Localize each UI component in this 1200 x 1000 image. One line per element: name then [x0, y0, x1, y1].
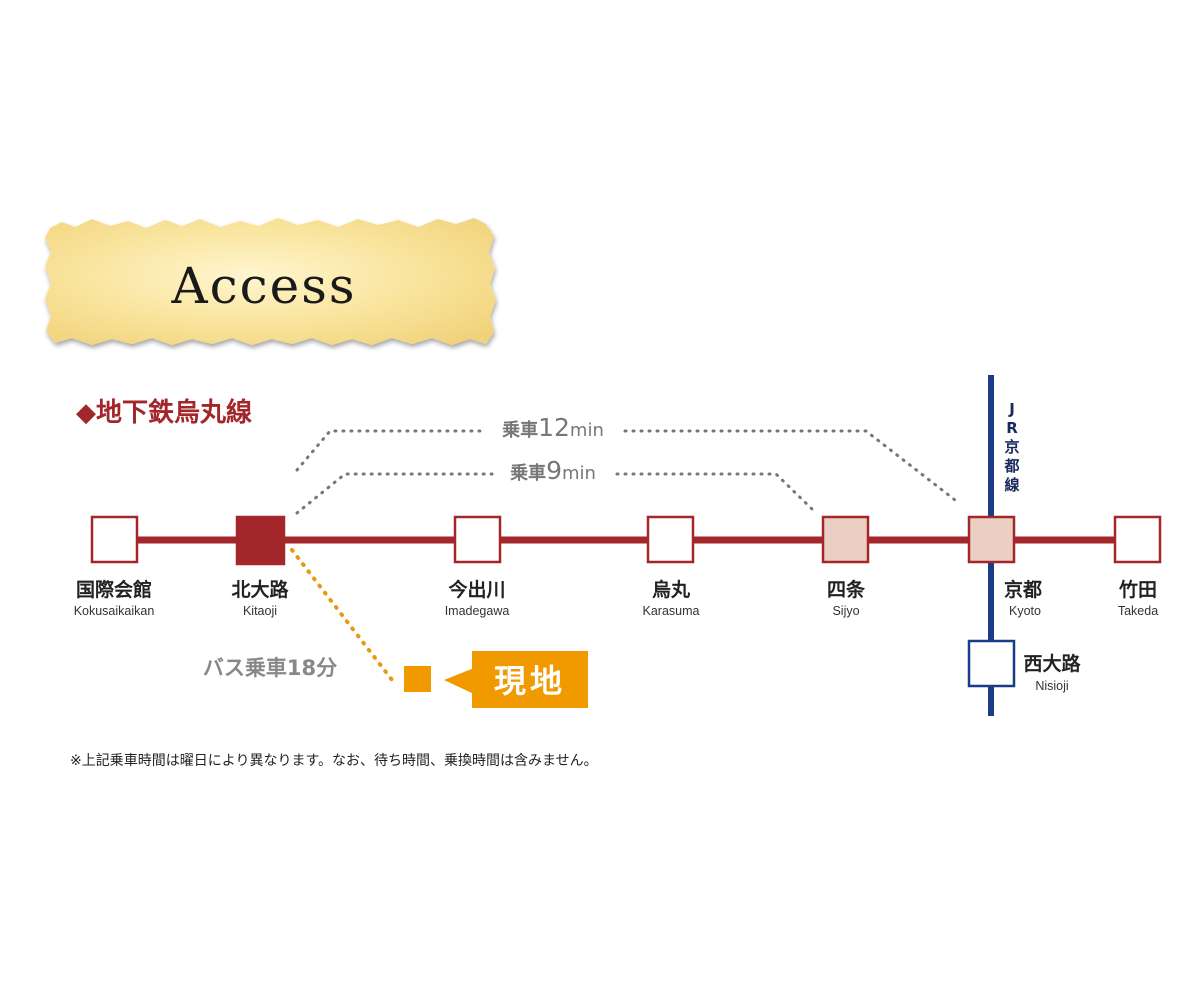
station-marker [821, 515, 870, 564]
ride-prefix: 乗車 [510, 462, 546, 484]
footnote: ※上記乗車時間は曜日により異なります。なお、待ち時間、乗換時間は含みません。 [70, 752, 598, 769]
ride-prefix: 乗車 [502, 419, 538, 441]
station-name-jp: 竹田 [1118, 578, 1157, 601]
station-marker [646, 515, 695, 564]
station-imadegawa: 今出川 Imadegawa [445, 515, 510, 618]
station-name-en: Nisioji [1035, 679, 1068, 693]
station-name-en: Imadegawa [445, 604, 510, 618]
jr-line-label: J R 京 都 線 [1003, 400, 1019, 494]
station-name-jp: 烏丸 [652, 578, 691, 601]
station-marker [453, 515, 502, 564]
station-name-jp: 国際会館 [76, 578, 152, 601]
ride-time-sijyo: 乗車9min [510, 456, 596, 485]
bus-ride-time: バス乗車18分 [203, 656, 337, 680]
station-name-jp: 今出川 [447, 578, 505, 601]
station-name-jp: 西大路 [1023, 652, 1081, 675]
ride-time-kyoto: 乗車12min [502, 413, 604, 442]
ride-connector-kyoto-right [623, 429, 957, 502]
station-kitaoji: 北大路 Kitaoji [231, 515, 289, 618]
page-title: Access [170, 257, 356, 315]
station-name-jp: 北大路 [231, 578, 289, 601]
title-banner: Access [45, 218, 496, 345]
station-marker [967, 639, 1016, 688]
station-name-en: Kyoto [1009, 604, 1041, 618]
subway-line-label: ◆地下鉄烏丸線 [76, 397, 252, 428]
station-kokusaikaikan: 国際会館 Kokusaikaikan [74, 515, 155, 618]
ride-minutes: 9 [546, 456, 562, 485]
station-name-en: Karasuma [643, 604, 700, 618]
torn-paper-background [45, 218, 496, 345]
station-name-jp: 京都 [1004, 578, 1042, 601]
station-marker [235, 515, 286, 566]
jr-label-char: J [1008, 400, 1015, 418]
ride-unit: min [570, 420, 604, 441]
site-label: 現地 [494, 662, 566, 700]
station-name-en: Sijyo [832, 604, 859, 618]
station-takeda: 竹田 Takeda [1113, 515, 1162, 618]
jr-label-char: 都 [1003, 457, 1019, 475]
ride-minutes: 12 [538, 413, 570, 442]
station-name-en: Kokusaikaikan [74, 604, 155, 618]
site-callout-box [472, 651, 588, 708]
station-name-en: Kitaoji [243, 604, 277, 618]
ride-connector-sijyo [295, 472, 494, 515]
ride-time-connectors [295, 429, 957, 515]
ride-connector-kyoto [295, 429, 482, 472]
ride-unit: min [562, 463, 596, 484]
jr-label-char: 京 [1004, 438, 1019, 456]
station-marker [1113, 515, 1162, 564]
station-marker [967, 515, 1016, 564]
site-marker [404, 666, 431, 692]
station-nisioji: 西大路 Nisioji [967, 639, 1081, 693]
station-sijyo: 四条 Sijyo [821, 515, 870, 618]
jr-label-char: R [1006, 419, 1018, 437]
station-marker [90, 515, 139, 564]
site-callout-pointer [444, 668, 474, 694]
station-karasuma: 烏丸 Karasuma [643, 515, 700, 618]
station-kyoto: 京都 Kyoto [967, 515, 1042, 618]
station-name-jp: 四条 [827, 578, 866, 601]
jr-label-char: 線 [1004, 476, 1019, 494]
site-location: 現地 [404, 651, 588, 708]
station-name-en: Takeda [1118, 604, 1158, 618]
bus-route [290, 548, 394, 682]
ride-connector-sijyo-right [615, 472, 815, 512]
